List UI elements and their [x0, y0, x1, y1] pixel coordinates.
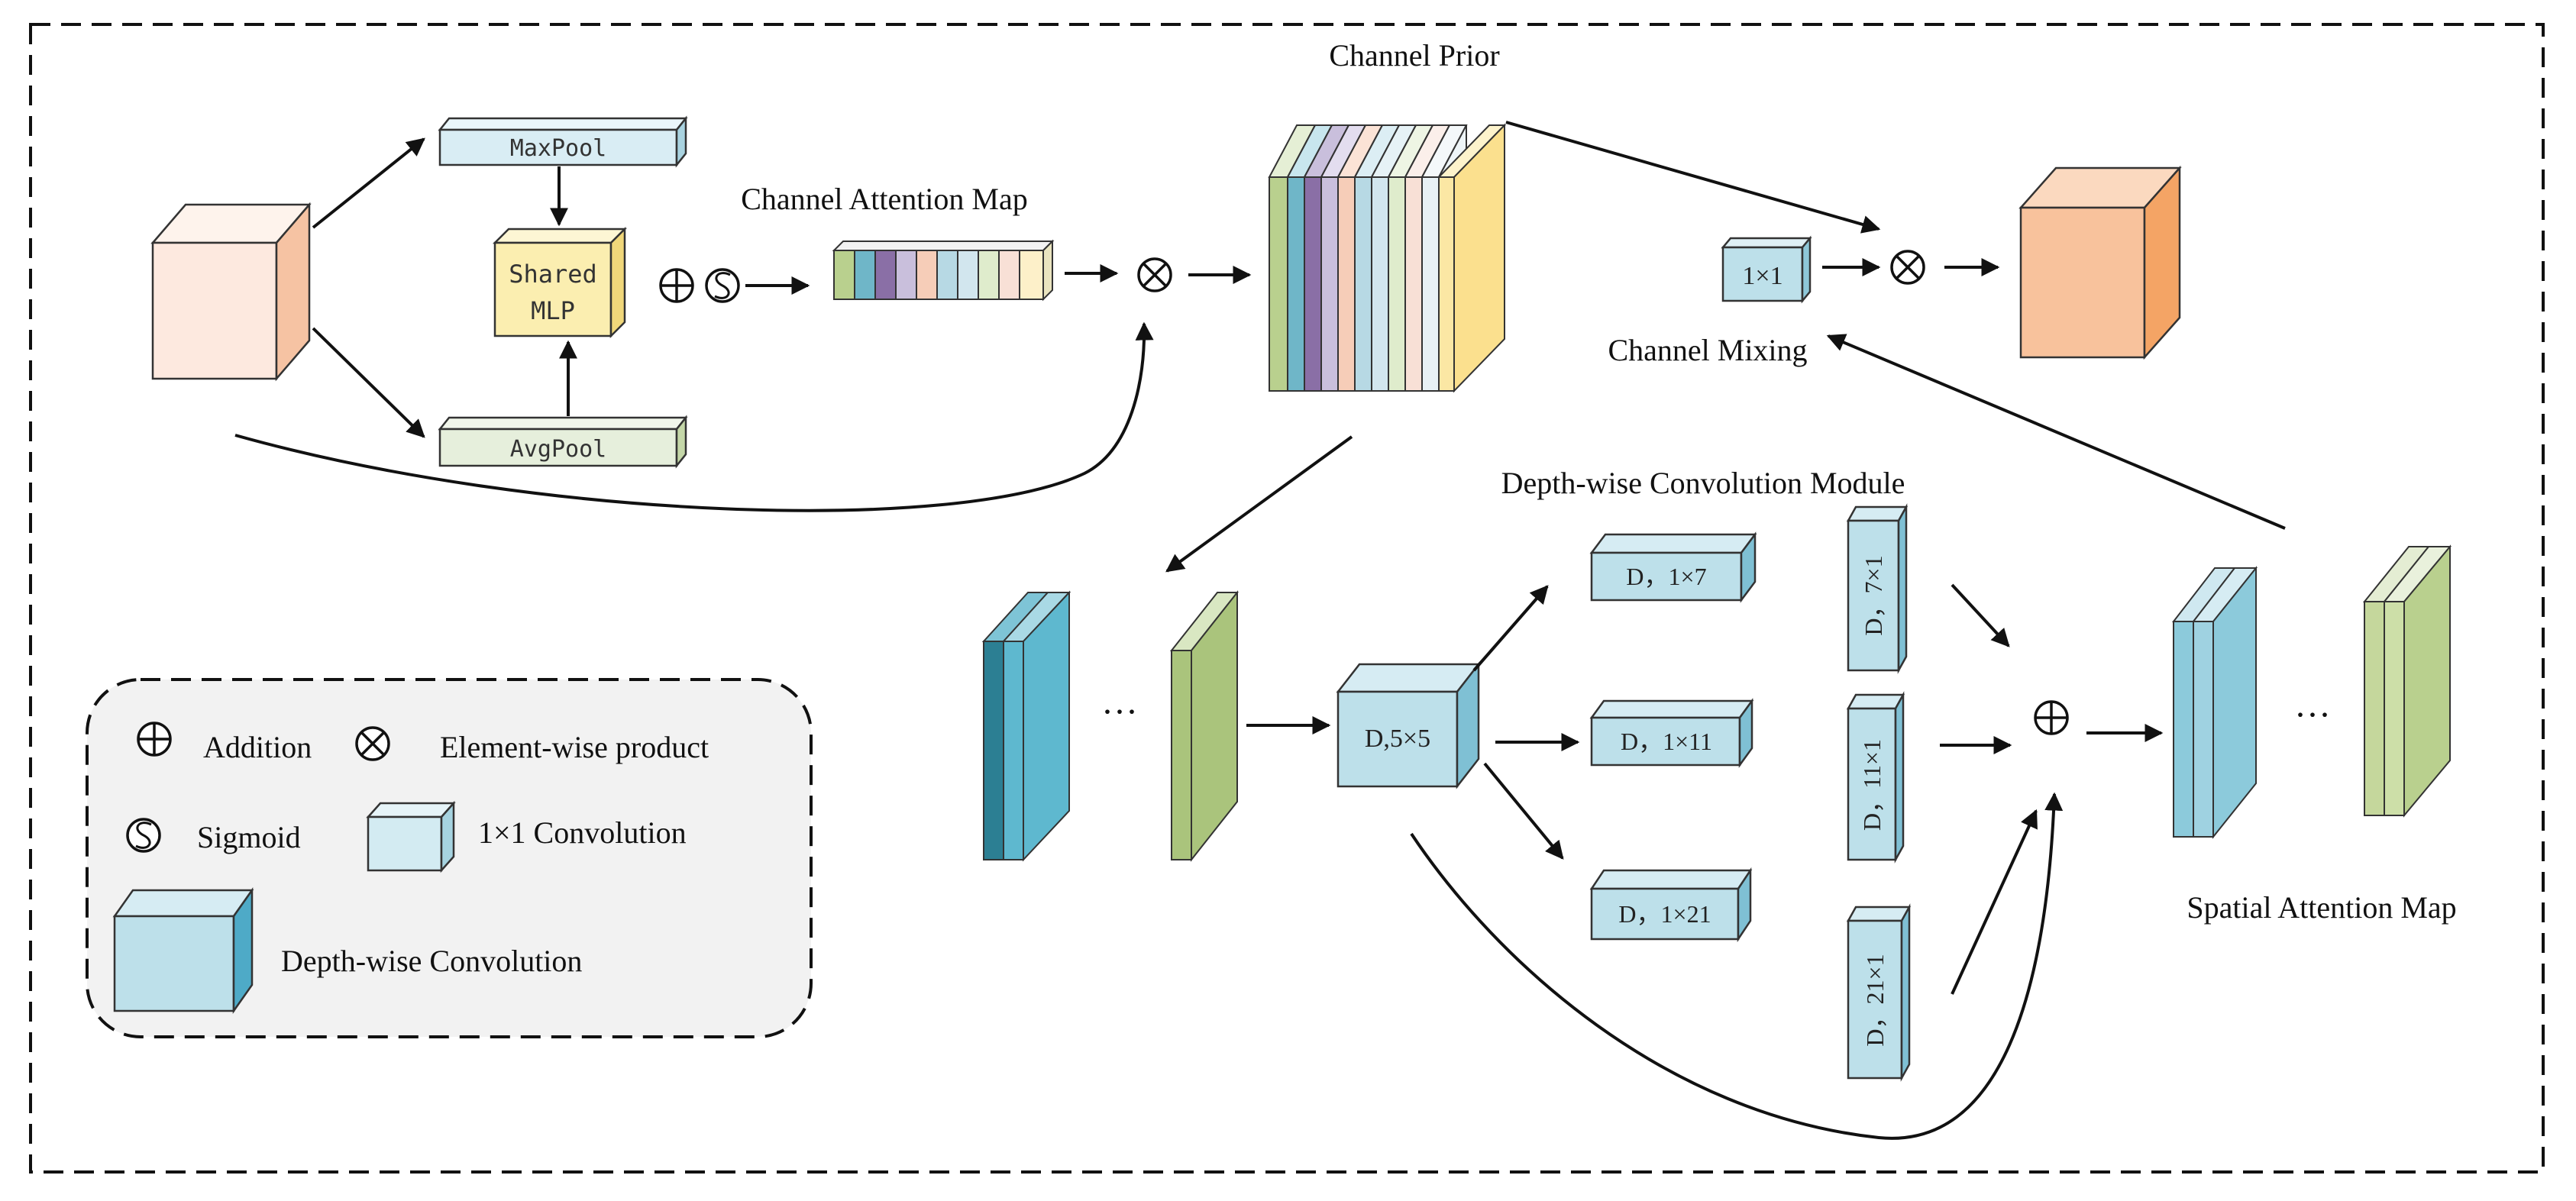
avgpool-block	[438, 415, 688, 469]
channel-prior-stack	[1268, 123, 1507, 393]
channel-attention-vector	[832, 239, 1055, 302]
spatial-addition-icon	[2034, 700, 2069, 735]
arrow-dw-to-1x21	[1483, 762, 1564, 860]
arrow-7x1-to-add	[1951, 583, 2010, 647]
dw5x5-label: D,5×5	[1365, 725, 1430, 753]
spatial-slab-blue	[2171, 566, 2258, 839]
spatial-attention-map-label: Spatial Attention Map	[2187, 890, 2456, 925]
ellipsis-left: ···	[1101, 692, 1138, 732]
legend-elementwise-label: Element-wise product	[440, 730, 709, 764]
conv-1x11-label: D，1×11	[1621, 728, 1712, 755]
conv-1x11-block	[1589, 698, 1754, 768]
conv-7x1-block	[1846, 503, 1909, 674]
conv-1x7-block	[1589, 531, 1757, 603]
arrow-input-to-maxpool	[312, 137, 425, 229]
legend-sigmoid-icon	[126, 818, 161, 853]
arrow-stack-to-mixing-product	[1505, 121, 1881, 234]
output-feature-cube	[2018, 165, 2182, 360]
ellipsis-right: ···	[2294, 695, 2331, 735]
skip-connection-input	[234, 321, 1154, 512]
conv-7x1-label: D，7×1	[1860, 555, 1887, 635]
legend-elementwise-icon	[355, 726, 390, 761]
arrow-spatial-to-mixing	[1826, 334, 2286, 530]
arrow-21x1-to-add	[1951, 809, 2038, 995]
maxpool-block	[438, 115, 688, 168]
legend-depthwise-label: Depth-wise Convolution	[281, 944, 582, 978]
arrow-stack-to-spatial	[1165, 435, 1353, 573]
conv-21x1-block	[1846, 903, 1912, 1082]
elementwise-product-icon	[1137, 257, 1172, 292]
mixing-product-icon	[1890, 250, 1925, 285]
arrow-input-to-avgpool	[312, 327, 425, 438]
spatial-slab-green	[2362, 544, 2452, 818]
input-feature-cube	[150, 202, 312, 382]
legend-depthwise-icon	[112, 887, 254, 1014]
channel-mixing-label: Channel Mixing	[1608, 333, 1807, 367]
legend-sigmoid-label: Sigmoid	[197, 820, 301, 854]
mlp-label-line1: Shared	[509, 260, 597, 289]
channel-mixing-conv	[1721, 235, 1812, 304]
channel-attention-map-label: Channel Attention Map	[741, 182, 1028, 216]
outer-frame	[29, 23, 2545, 1174]
conv-1x21-label: D，1×21	[1618, 900, 1711, 928]
sigmoid-icon	[705, 268, 740, 303]
legend-addition-label: Addition	[203, 730, 312, 764]
skip-connection-dw	[1410, 792, 2064, 1140]
maxpool-label: MaxPool	[510, 135, 606, 162]
mlp-label-line2: MLP	[531, 296, 575, 325]
arrow-dw-to-1x7	[1472, 585, 1549, 672]
shared-mlp-block	[492, 226, 628, 339]
diagram-title: Channel Prior	[1329, 38, 1499, 73]
conv-1x7-label: D，1×7	[1626, 563, 1706, 590]
legend-conv1x1-label: 1×1 Convolution	[478, 815, 687, 850]
conv-11x1-label: D，11×1	[1858, 739, 1886, 831]
avgpool-label: AvgPool	[510, 436, 606, 463]
feature-slab-green	[1169, 590, 1240, 862]
legend-addition-icon	[137, 722, 172, 757]
addition-icon	[659, 268, 694, 303]
conv-1x21-block	[1589, 867, 1753, 943]
legend-conv1x1-icon	[366, 800, 456, 873]
conv-21x1-label: D，21×1	[1861, 954, 1889, 1046]
conv-11x1-block	[1846, 691, 1905, 864]
conv1x1-label: 1×1	[1742, 262, 1783, 290]
depthwise-module-label: Depth-wise Convolution Module	[1501, 466, 1905, 500]
feature-slab-teal	[981, 590, 1071, 862]
